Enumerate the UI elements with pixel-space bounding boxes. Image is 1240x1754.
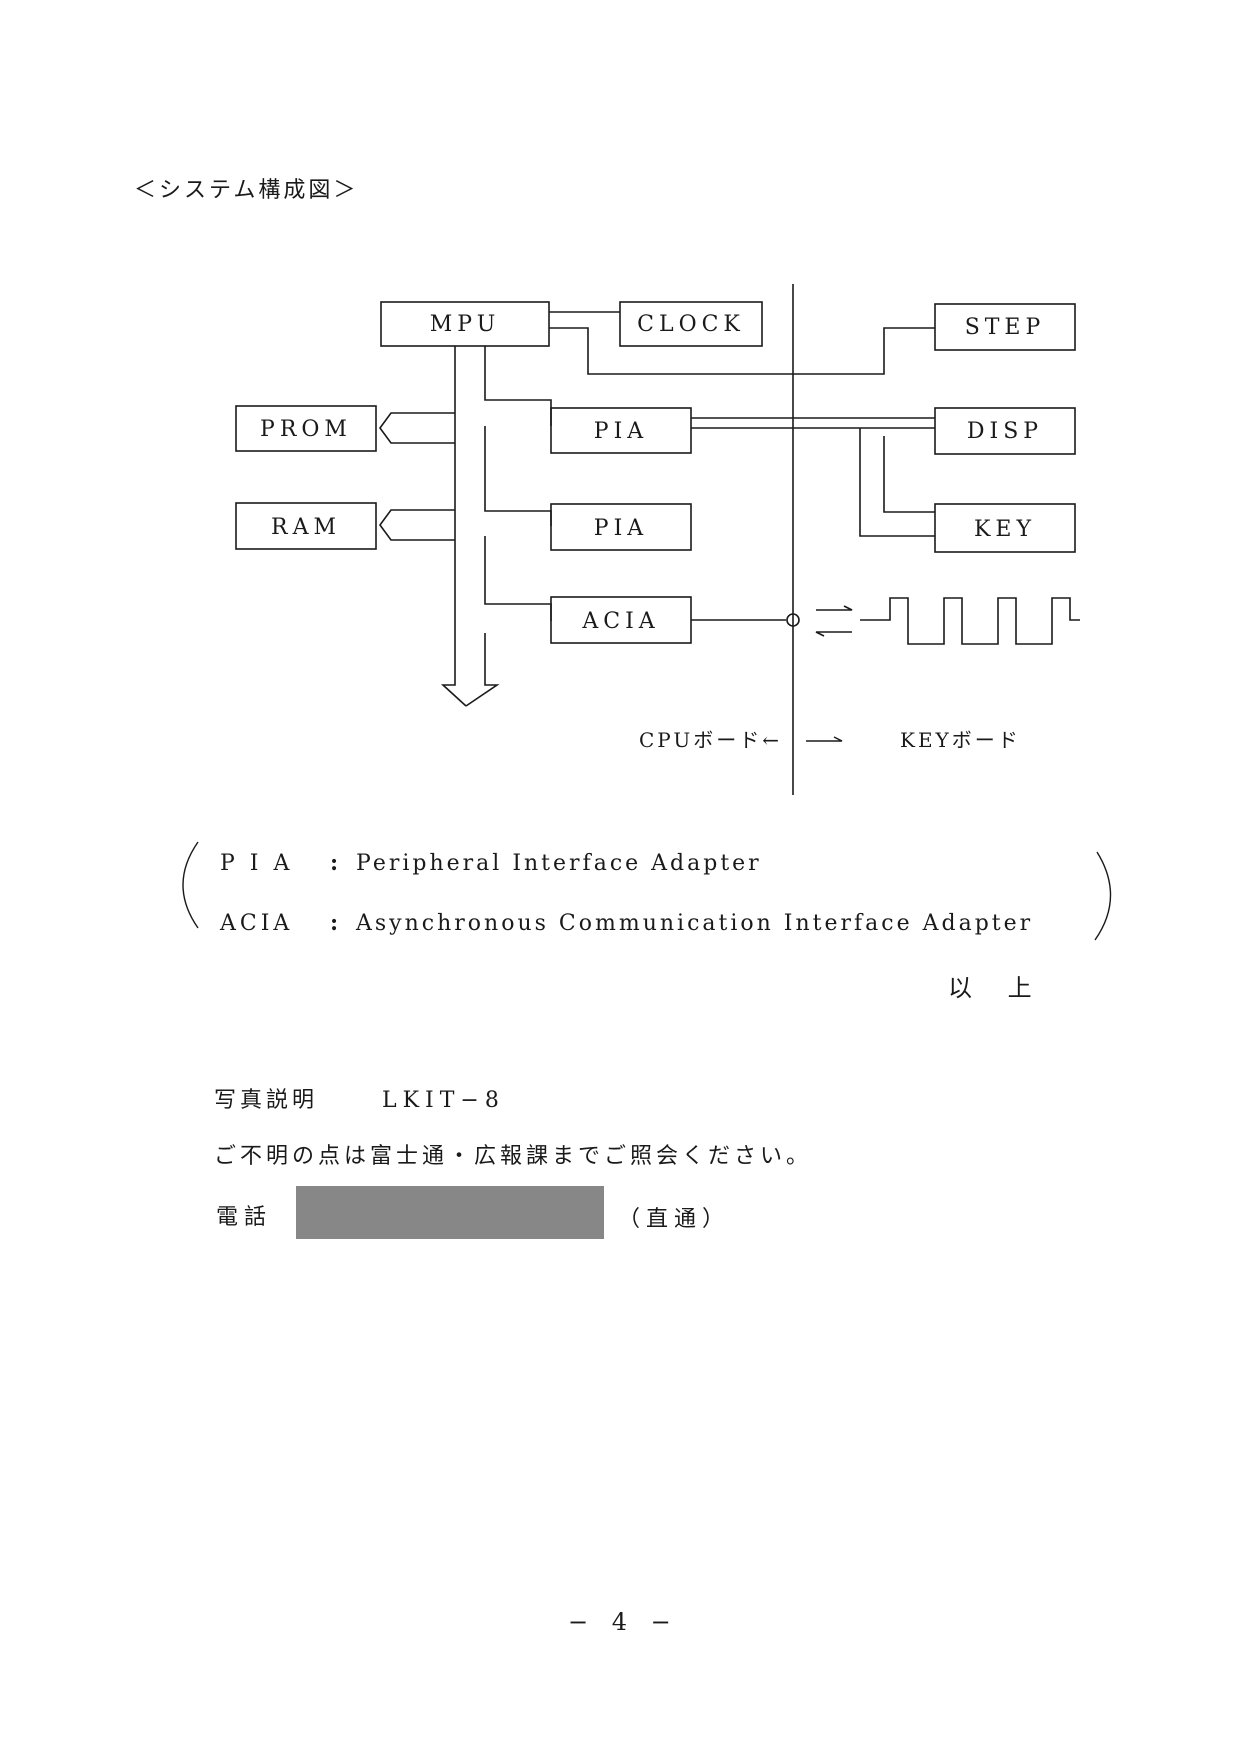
- pia-box-1: [550, 407, 692, 454]
- pia-label-2: PIA: [594, 516, 648, 541]
- clock-label: CLOCK: [637, 312, 745, 337]
- mpu-label: MPU: [430, 312, 500, 337]
- ram-box: [235, 502, 377, 550]
- section-heading: ＜システム構成図＞: [134, 178, 359, 203]
- disp-key-link: [883, 436, 935, 513]
- legend-abbr: ACIA: [220, 911, 294, 936]
- prom-box: [235, 405, 377, 452]
- photo-caption: 写真説明 LKIT−8: [214, 1082, 505, 1114]
- key-board-arrow: [806, 736, 843, 742]
- legend-definition: Peripheral Interface Adapter: [356, 851, 762, 876]
- redacted-phone-number: [296, 1186, 604, 1239]
- step-box: [934, 303, 1076, 351]
- legend-definition: Asynchronous Communication Interface Ada…: [356, 911, 1034, 936]
- phone-label: 電話: [216, 1205, 273, 1230]
- phone-suffix: （直通）: [618, 1207, 731, 1232]
- legend-abbr: P I A: [220, 851, 294, 876]
- legend-entry-acia: ACIA: Asynchronous Communication Interfac…: [220, 910, 1033, 936]
- acia-label: ACIA: [581, 609, 659, 634]
- legend-colon: :: [330, 850, 343, 876]
- disp-box: [934, 407, 1076, 455]
- mpu-box: [380, 301, 550, 347]
- legend-paren-right: [1094, 851, 1112, 941]
- bus-right-tail: [465, 633, 500, 707]
- bus-left-prom: [379, 412, 455, 444]
- pia1-key-link: [859, 428, 935, 537]
- acia-connector: [786, 613, 800, 627]
- legend-entry-pia: P I A: Peripheral Interface Adapter: [220, 850, 762, 876]
- rx-arrow: [815, 631, 852, 637]
- bus-right-acia: [484, 536, 552, 621]
- step-label: STEP: [965, 315, 1046, 340]
- photo-caption-value: LKIT−8: [382, 1088, 505, 1113]
- key-box: [934, 503, 1076, 553]
- mpu-step-link: [549, 327, 935, 375]
- key-label: KEY: [974, 517, 1036, 542]
- cpu-board-label: CPUボード←: [639, 728, 782, 752]
- key-board-label: KEYボード: [900, 728, 1021, 752]
- closing-mark: 以 上: [948, 974, 1046, 1002]
- legend-colon: :: [330, 910, 343, 936]
- prom-label: PROM: [260, 417, 352, 442]
- photo-caption-label: 写真説明: [214, 1088, 319, 1113]
- bus-outline-right: [484, 346, 552, 426]
- bus-right-pia2: [484, 442, 552, 526]
- ram-label: RAM: [271, 515, 341, 540]
- pia-box-2: [550, 503, 692, 551]
- page-number: − 4 −: [568, 1608, 679, 1636]
- disp-label: DISP: [967, 419, 1043, 444]
- keyboard-waveform: [860, 597, 1080, 645]
- contact-note: ご不明の点は富士通・広報課までご照会ください。: [214, 1144, 813, 1169]
- pia-label-1: PIA: [594, 419, 648, 444]
- bus-outline-left: [440, 346, 467, 707]
- clock-box: [619, 301, 763, 347]
- tx-arrow: [816, 605, 853, 611]
- legend-paren-left: [182, 841, 199, 929]
- bus-left-ram: [379, 509, 455, 541]
